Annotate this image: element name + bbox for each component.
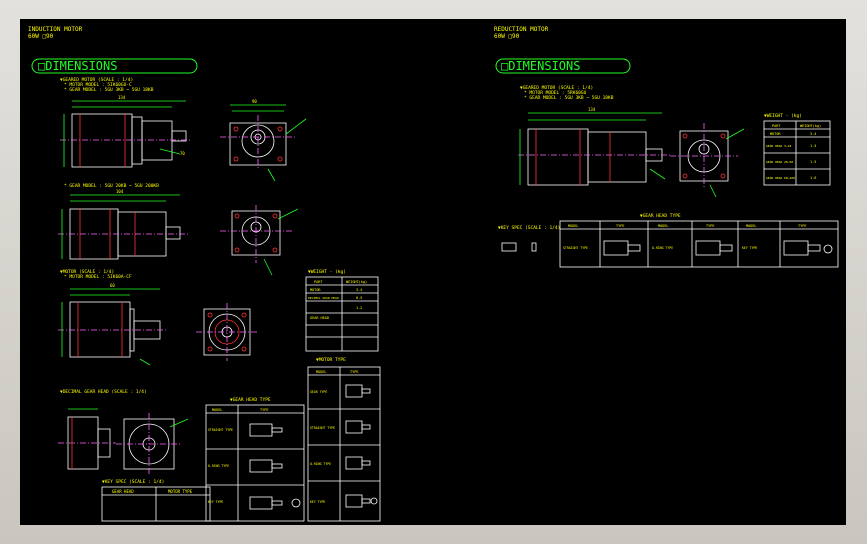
dim-label-1: 70 bbox=[180, 151, 185, 156]
right-note-3: ▼KEY SPEC (SCALE : 1/4) bbox=[498, 225, 560, 231]
cad-drawing: INDUCTION MOTOR 60W □90 □DIMENSIONS REDU… bbox=[28, 26, 839, 522]
right-gear-title: ▼GEAR HEAD TYPE bbox=[640, 213, 681, 219]
table2-r2: KEY TYPE bbox=[208, 500, 223, 504]
motor-side-view bbox=[58, 288, 166, 366]
left-title-line1: INDUCTION MOTOR bbox=[28, 26, 83, 33]
table3-r0: GEAR TYPE bbox=[310, 390, 327, 394]
gear-head-type-table-right bbox=[559, 220, 839, 268]
dim-label-4: 60 bbox=[110, 283, 115, 288]
table2-title: ▼GEAR HEAD TYPE bbox=[230, 397, 271, 403]
left-note-7: ▼KEY SPEC (SCALE : 1/4) bbox=[102, 479, 164, 485]
table1-title: ▼WEIGHT - (kg) bbox=[308, 269, 346, 275]
left-note-5: * MOTOR MODEL : 5IK60A-CF bbox=[64, 274, 132, 280]
rg-h4: MODEL bbox=[746, 224, 757, 228]
table1-r1c0: DECIMAL GEAR HEAD bbox=[308, 296, 339, 300]
rw-r2c0: GEAR HEAD 20~50 bbox=[766, 160, 793, 164]
rw-r3c1: 1.6 bbox=[810, 176, 816, 180]
svg-text:□DIMENSIONS: □DIMENSIONS bbox=[38, 59, 117, 73]
geared-motor-front-view bbox=[220, 104, 307, 182]
table2-h1: TYPE bbox=[260, 408, 268, 412]
left-note-2: * GEAR MODEL : 5GU 3KB ~ 5GU 18KB bbox=[64, 87, 154, 93]
rg-h2: MODEL bbox=[658, 224, 669, 228]
dim-label-2: 90 bbox=[252, 99, 257, 104]
rw-r0c0: MOTOR bbox=[770, 132, 781, 136]
table2-r1: O-RING TYPE bbox=[208, 464, 229, 468]
dim-label-5: 134 bbox=[588, 107, 596, 112]
table3-h1: TYPE bbox=[350, 370, 358, 374]
weight-table-left bbox=[305, 276, 379, 352]
rg-h5: TYPE bbox=[798, 224, 806, 228]
dim-label-3: 104 bbox=[116, 189, 124, 194]
table1-r2c0: GEAR HEAD bbox=[310, 316, 329, 320]
right-note-0: ▼GEARED MOTOR (SCALE : 1/4) bbox=[520, 85, 593, 91]
table1-h1: WEIGHT(kg) bbox=[346, 280, 367, 284]
right-section-header: □DIMENSIONS bbox=[495, 58, 631, 74]
rw-r0c1: 3.4 bbox=[810, 132, 816, 136]
right-title-line2: 60W □90 bbox=[494, 33, 520, 40]
table1-r0c1: 3.4 bbox=[356, 288, 362, 292]
geared-motor-side-view bbox=[60, 100, 192, 168]
table1-r1c1: 0.5 bbox=[356, 296, 362, 300]
rw-r3c0: GEAR HEAD 60~200 bbox=[766, 176, 795, 180]
geared-motor-side-view-2 bbox=[58, 194, 190, 260]
gear-head-motor-table bbox=[101, 486, 211, 522]
rw-r2c1: 1.5 bbox=[810, 160, 816, 164]
table2-h0: MODEL bbox=[212, 408, 223, 412]
left-note-4: ▼MOTOR (SCALE : 1/4) bbox=[60, 269, 114, 275]
dim-label-0: 134 bbox=[118, 95, 126, 100]
svg-text:□DIMENSIONS: □DIMENSIONS bbox=[501, 59, 580, 73]
table1-r0c0: MOTOR bbox=[310, 288, 321, 292]
table4-header-1: MOTOR TYPE bbox=[168, 489, 193, 494]
right-note-1: * MOTOR MODEL : 5RK60GU bbox=[524, 90, 587, 96]
motor-type-table-left bbox=[307, 366, 381, 522]
table4-header-0: GEAR HEAD bbox=[112, 489, 134, 494]
table1-h0: PART bbox=[314, 280, 323, 284]
left-note-3: * GEAR MODEL : 5GU 20KB ~ 5GU 200KB bbox=[64, 183, 159, 189]
rw-h1: WEIGHT(kg) bbox=[800, 124, 821, 128]
geared-motor-front-view-2 bbox=[220, 205, 299, 276]
table2-r0: STRAIGHT TYPE bbox=[208, 428, 233, 432]
rg-h1: TYPE bbox=[616, 224, 624, 228]
rw-r1c1: 1.4 bbox=[810, 144, 816, 148]
rg-r0c2: O-RING TYPE bbox=[652, 246, 673, 250]
right-geared-motor-front-view bbox=[670, 123, 745, 198]
table3-r1: STRAIGHT TYPE bbox=[310, 426, 335, 430]
table3-title: ▼MOTOR TYPE bbox=[316, 357, 346, 363]
table3-h0: MODEL bbox=[316, 370, 327, 374]
drawing-canvas[interactable]: INDUCTION MOTOR 60W □90 □DIMENSIONS REDU… bbox=[20, 19, 846, 525]
right-geared-motor-side-view bbox=[518, 112, 670, 186]
left-note-0: ▼GEARED MOTOR (SCALE : 1/4) bbox=[60, 77, 133, 83]
left-title-line2: 60W □90 bbox=[28, 33, 54, 40]
rg-h3: TYPE bbox=[706, 224, 714, 228]
left-note-1: * MOTOR MODEL : 5IK60GU-C bbox=[64, 82, 132, 88]
table3-r2: O-RING TYPE bbox=[310, 462, 331, 466]
rg-r0c0: STRAIGHT TYPE bbox=[563, 246, 588, 250]
rw-r1c0: GEAR HEAD 3~18 bbox=[766, 144, 791, 148]
rg-h0: MODEL bbox=[568, 224, 579, 228]
table3-r3: KEY TYPE bbox=[310, 500, 325, 504]
right-note-2: * GEAR MODEL : 5GU 3KB ~ 5GU 18KB bbox=[524, 95, 614, 101]
motor-front-view bbox=[196, 303, 258, 361]
right-weight-title: ▼WEIGHT - (kg) bbox=[764, 113, 802, 119]
gear-head-type-table-left bbox=[205, 404, 305, 522]
right-title-line1: REDUCTION MOTOR bbox=[494, 26, 549, 33]
decimal-gear-head-front-view bbox=[116, 413, 189, 475]
right-key-spec bbox=[501, 242, 537, 252]
weight-table-right bbox=[763, 120, 831, 186]
table1-r2c1: 1.2 bbox=[356, 306, 362, 310]
rw-h0: PART bbox=[772, 124, 781, 128]
left-note-6: ▼DECIMAL GEAR HEAD (SCALE : 1/4) bbox=[60, 389, 147, 395]
rg-r0c4: KEY TYPE bbox=[742, 246, 757, 250]
decimal-gear-head-side-view bbox=[58, 408, 116, 470]
left-section-header: □DIMENSIONS bbox=[31, 58, 198, 74]
